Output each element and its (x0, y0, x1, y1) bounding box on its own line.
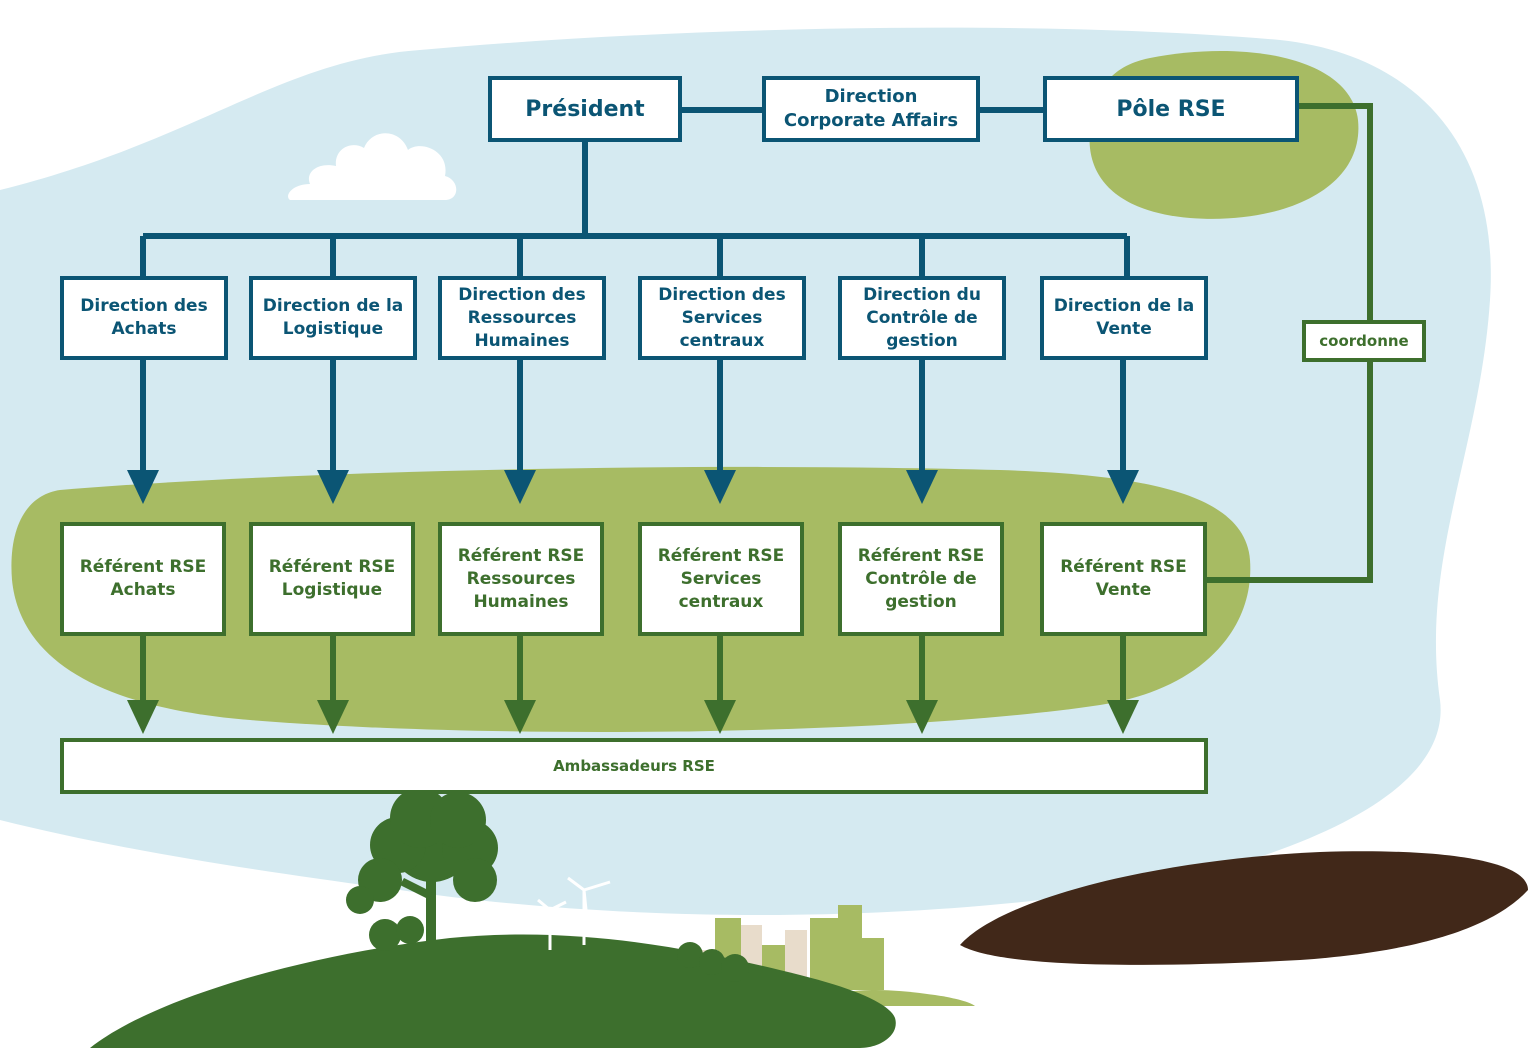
referent-box-achats: Référent RSE Achats (60, 522, 226, 636)
direction-label: Direction de la Logistique (262, 296, 404, 339)
tree-icon (346, 788, 498, 945)
referent-box-rh: Référent RSE Ressources Humaines (438, 522, 604, 636)
coordonne-label-box: coordonne (1302, 320, 1426, 362)
referent-label: Référent RSE Ressources Humaines (457, 545, 585, 612)
referent-box-controle: Référent RSE Contrôle de gestion (838, 522, 1004, 636)
president-label: Président (525, 96, 645, 122)
coordonne-label: coordonne (1319, 332, 1409, 350)
pole-rse-label: Pôle RSE (1116, 96, 1226, 122)
ambassadeurs-label: Ambassadeurs RSE (553, 757, 715, 775)
direction-label: Direction du Contrôle de gestion (863, 284, 981, 351)
direction-label: Direction des Services centraux (658, 284, 786, 351)
bush-icon (369, 916, 749, 982)
referent-label: Référent RSE Logistique (268, 557, 396, 600)
referent-label: Référent RSE Contrôle de gestion (857, 545, 985, 612)
ambassadeurs-box: Ambassadeurs RSE (60, 738, 1208, 794)
referent-label: Référent RSE Services centraux (657, 545, 785, 612)
direction-box-vente: Direction de la Vente (1040, 276, 1208, 360)
corporate-affairs-label: Direction Corporate Affairs (783, 86, 959, 131)
direction-box-rh: Direction des Ressources Humaines (438, 276, 606, 360)
direction-box-services: Direction des Services centraux (638, 276, 806, 360)
soil-patch-icon (960, 851, 1528, 965)
cloud-icon (288, 133, 457, 200)
coordination-lines (140, 103, 1373, 702)
referent-label: Référent RSE Achats (79, 557, 207, 600)
referent-label: Référent RSE Vente (1060, 557, 1187, 600)
referent-box-services: Référent RSE Services centraux (638, 522, 804, 636)
direction-box-controle: Direction du Contrôle de gestion (838, 276, 1006, 360)
direction-box-logistique: Direction de la Logistique (249, 276, 417, 360)
wind-turbine-icon (537, 876, 611, 950)
hierarchy-lines (140, 107, 1130, 472)
direction-box-achats: Direction des Achats (60, 276, 228, 360)
president-box: Président (488, 76, 682, 142)
direction-arrowheads (127, 470, 1139, 504)
corporate-affairs-box: Direction Corporate Affairs (762, 76, 980, 142)
referent-arrowheads (127, 700, 1139, 734)
referent-box-vente: Référent RSE Vente (1040, 522, 1207, 636)
referent-box-logistique: Référent RSE Logistique (249, 522, 415, 636)
direction-label: Direction des Ressources Humaines (458, 284, 586, 351)
pole-rse-box: Pôle RSE (1043, 76, 1299, 142)
direction-label: Direction de la Vente (1053, 296, 1195, 339)
direction-label: Direction des Achats (80, 296, 208, 339)
